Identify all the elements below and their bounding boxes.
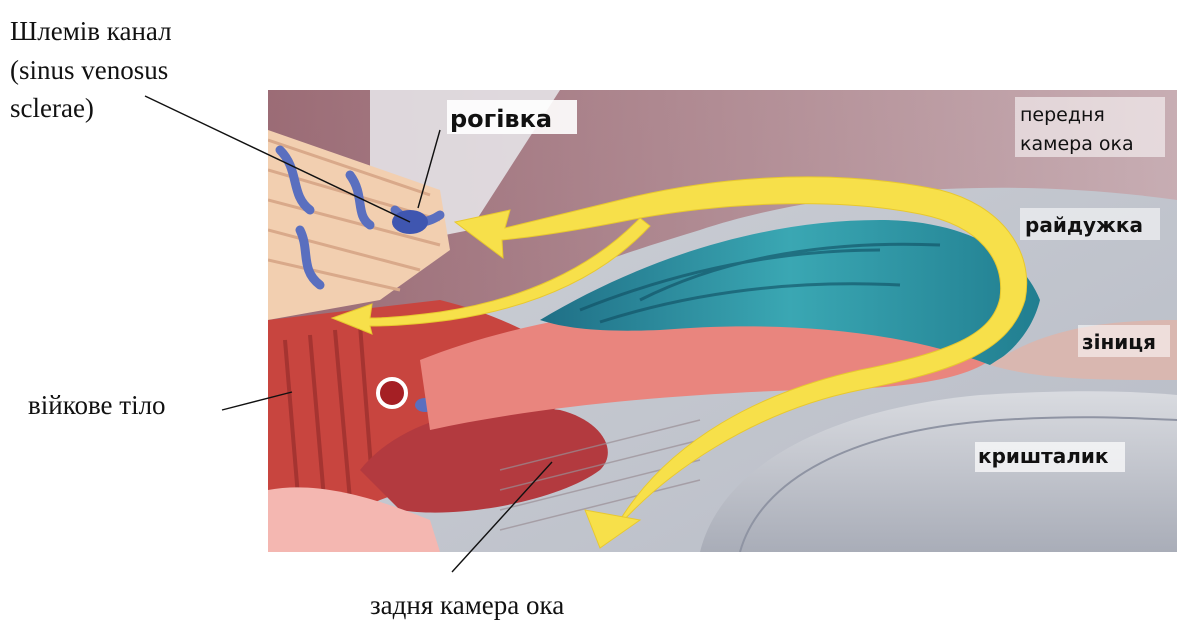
schlemm-label-line2: (sinus venosus bbox=[10, 55, 168, 85]
pupil-label: зіниця bbox=[1082, 330, 1156, 354]
anatomy-illustration bbox=[268, 90, 1177, 552]
schlemm-canal-label: Шлемів канал (sinus venosus sclerae) bbox=[10, 16, 172, 123]
ciliary-body-label: війкове тіло bbox=[28, 390, 166, 420]
lens-label: кришталик bbox=[978, 444, 1109, 468]
anterior-chamber-label-line1: передня bbox=[1020, 104, 1105, 126]
schlemm-label-line3: sclerae) bbox=[10, 93, 94, 123]
iris-label: райдужка bbox=[1025, 213, 1143, 237]
schlemm-label-line1: Шлемів канал bbox=[10, 16, 172, 46]
anterior-chamber-label-line2: камера ока bbox=[1020, 133, 1134, 155]
cornea-label: рогівка bbox=[450, 105, 552, 133]
posterior-chamber-label: задня камера ока bbox=[370, 590, 564, 620]
